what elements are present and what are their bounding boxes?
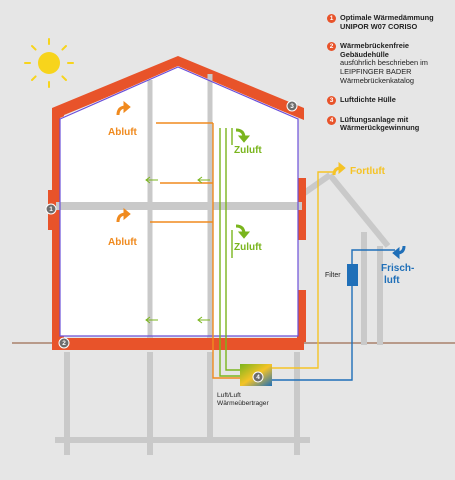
marker-3: 3 bbox=[286, 100, 298, 112]
label-abluft-lower: Abluft bbox=[108, 237, 138, 248]
legend-number-badge: 1 bbox=[327, 14, 336, 23]
legend-number-badge: 4 bbox=[327, 115, 336, 125]
sun-icon bbox=[24, 38, 74, 88]
abluft-arrow-lower bbox=[116, 207, 131, 223]
svg-text:4: 4 bbox=[256, 374, 260, 381]
legend-title: Luftdichte Hülle bbox=[340, 95, 396, 105]
legend-number-badge: 2 bbox=[327, 42, 336, 52]
outgoing-duct bbox=[270, 171, 335, 369]
label-filter: Filter bbox=[325, 272, 341, 279]
fresh-air-duct bbox=[270, 249, 395, 381]
legend-item: 4 Lüftungsanlage mit Wärmerückgewinnung bbox=[327, 114, 453, 133]
legend-title: Optimale Wärmedämmung UNIPOR W07 CORISO bbox=[340, 13, 434, 31]
zuluft-arrow-upper bbox=[235, 128, 251, 143]
svg-text:3: 3 bbox=[290, 103, 294, 110]
legend-number-badge: 3 bbox=[327, 96, 336, 106]
marker-4: 4 bbox=[252, 371, 264, 383]
legend: 1 Optimale Wärmedämmung UNIPOR W07 CORISO… bbox=[327, 13, 453, 144]
frischluft-arrow bbox=[392, 245, 406, 260]
legend-description: ausführlich beschrieben im LEIPFINGER BA… bbox=[340, 58, 428, 85]
zuluft-arrow-lower bbox=[235, 224, 251, 239]
flow-arrows bbox=[145, 176, 210, 324]
label-abluft-upper: Abluft bbox=[108, 127, 138, 138]
airtight-envelope bbox=[59, 66, 299, 337]
supply-duct bbox=[219, 128, 240, 377]
legend-title: Lüftungsanlage mit Wärmerückgewinnung bbox=[340, 114, 420, 133]
marker-1: 1 bbox=[45, 203, 57, 215]
legend-title: Wärmebrückenfreie Gebäudehülle bbox=[340, 41, 410, 59]
floor-slab bbox=[56, 202, 302, 210]
marker-2: 2 bbox=[58, 337, 70, 349]
label-frischluft-1: Frisch- bbox=[381, 263, 414, 274]
label-frischluft-2: luft bbox=[384, 275, 400, 286]
interior-posts bbox=[147, 74, 213, 336]
legend-item: 1 Optimale Wärmedämmung UNIPOR W07 CORISO bbox=[327, 13, 453, 31]
exhaust-duct bbox=[150, 122, 240, 379]
svg-text:2: 2 bbox=[62, 340, 66, 347]
label-exchanger-2: Wärmeübertrager bbox=[217, 400, 269, 407]
interior-space bbox=[60, 66, 298, 336]
label-zuluft-lower: Zuluft bbox=[234, 242, 262, 253]
legend-item: 3 Luftdichte Hülle bbox=[327, 95, 453, 106]
label-exchanger-1: Luft/Luft bbox=[217, 392, 241, 399]
filter-box bbox=[347, 264, 358, 286]
svg-text:1: 1 bbox=[49, 206, 53, 213]
label-fortluft: Fortluft bbox=[350, 166, 386, 177]
abluft-arrow-upper bbox=[116, 100, 131, 116]
label-zuluft-upper: Zuluft bbox=[234, 145, 262, 156]
fortluft-arrow bbox=[332, 161, 346, 176]
